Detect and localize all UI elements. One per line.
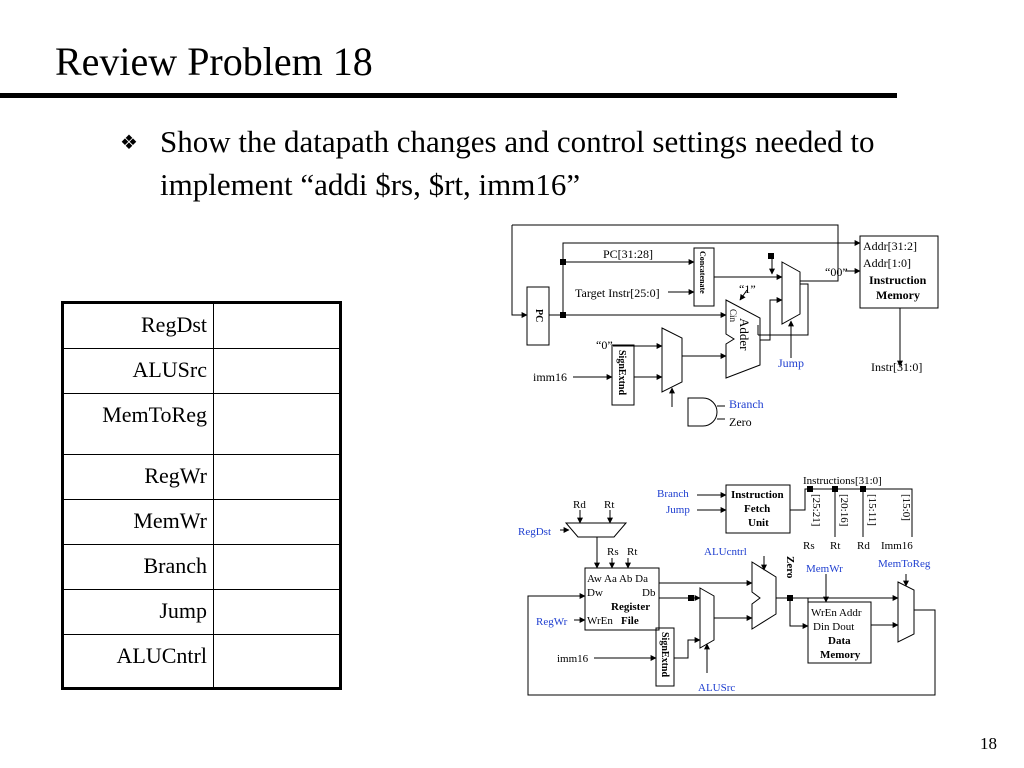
branch-mux xyxy=(661,327,683,393)
field-rs: Rs xyxy=(803,540,815,552)
and-gate xyxy=(687,397,718,427)
table-row: RegDst xyxy=(62,302,341,349)
target-label: Target Instr[25:0] xyxy=(575,286,660,300)
cin-label: Cin xyxy=(728,309,738,323)
const-zero-label: “0” xyxy=(596,338,613,352)
table-row: ALUSrc xyxy=(62,348,341,394)
concatenate-label: Concatenate xyxy=(698,251,707,294)
bits-15-0: [15:0] xyxy=(900,494,912,521)
diamond-bullet-icon: ❖ xyxy=(120,132,138,154)
ifu-line3: Unit xyxy=(748,517,769,529)
row-label-jump: Jump xyxy=(62,589,214,635)
control-settings-table: RegDst ALUSrc MemToReg RegWr MemWr Branc… xyxy=(61,301,342,690)
pc-upper-label: PC[31:28] xyxy=(603,247,653,261)
imem-line2: Memory xyxy=(876,288,920,302)
jump-mux xyxy=(781,261,801,325)
branch-label: Branch xyxy=(729,397,764,411)
rf-wren: WrEn xyxy=(587,615,613,627)
bullet-text: Show the datapath changes and control se… xyxy=(160,124,875,202)
memwr-label: MemWr xyxy=(806,563,843,575)
bits-15-11: [15:11] xyxy=(866,494,878,526)
ifu-line2: Fetch xyxy=(744,503,770,515)
memtoreg-mux xyxy=(897,581,915,643)
instr-out-label: Instr[31:0] xyxy=(871,360,922,374)
rf-row2-left: Dw xyxy=(587,587,603,599)
row-label-alucntrl: ALUCntrl xyxy=(62,634,214,689)
const-00-label: “00” xyxy=(825,265,848,279)
data-memory xyxy=(807,601,872,664)
table-row: MemWr xyxy=(62,499,341,545)
ifu-branch-label: Branch xyxy=(657,488,689,500)
dm-row2: Din Dout xyxy=(813,621,854,633)
imm16-label: imm16 xyxy=(533,370,567,384)
table-row: RegWr xyxy=(62,454,341,500)
addr-hi-label: Addr[31:2] xyxy=(863,239,917,253)
ifu-line1: Instruction xyxy=(731,489,784,501)
imm16-label-2: imm16 xyxy=(557,653,589,665)
regdst-mux xyxy=(564,522,628,538)
alusrc-label: ALUSrc xyxy=(698,682,735,694)
row-label-branch: Branch xyxy=(62,544,214,590)
signextnd-label: SignExtnd xyxy=(616,350,627,395)
dm-line1: Data xyxy=(828,635,851,647)
mux-rd-label: Rd xyxy=(573,499,586,511)
regwr-label: RegWr xyxy=(536,616,568,628)
row-value-regdst[interactable] xyxy=(213,302,341,349)
zero-label: Zero xyxy=(729,415,752,429)
bits-20-16: [20:16] xyxy=(838,494,850,526)
alucntrl-label: ALUcntrl xyxy=(704,546,747,558)
rf-row2-right: Db xyxy=(642,587,656,599)
dm-row1: WrEn Addr xyxy=(811,607,862,619)
table-row: Jump xyxy=(62,589,341,635)
rf-rs-label: Rs xyxy=(607,546,619,558)
signextnd-label-2: SignExtnd xyxy=(659,632,670,677)
zero-label-2: Zero xyxy=(784,556,796,579)
mux-rt-label: Rt xyxy=(604,499,614,511)
row-value-memtoreg[interactable] xyxy=(213,393,341,455)
register-file xyxy=(584,567,660,631)
row-label-regwr: RegWr xyxy=(62,454,214,500)
const-one-label: “1” xyxy=(739,282,756,296)
row-label-regdst: RegDst xyxy=(62,302,214,349)
row-value-branch[interactable] xyxy=(213,544,341,590)
slide-title: Review Problem 18 xyxy=(55,39,373,84)
table-row: Branch xyxy=(62,544,341,590)
addr-lo-label: Addr[1:0] xyxy=(863,256,911,270)
imem-line1: Instruction xyxy=(869,273,927,287)
table-row: MemToReg xyxy=(62,393,341,455)
regdst-label: RegDst xyxy=(518,526,551,538)
adder-label: Adder xyxy=(737,318,752,351)
alusrc-mux xyxy=(699,587,715,649)
adder xyxy=(725,299,761,379)
bits-25-21: [25:21] xyxy=(810,494,822,526)
rf-rt-label: Rt xyxy=(627,546,637,558)
jump-label: Jump xyxy=(778,356,804,370)
rf-register: Register xyxy=(611,601,650,613)
field-rd: Rd xyxy=(857,540,870,552)
instructions-label: Instructions[31:0] xyxy=(803,475,882,487)
rf-file: File xyxy=(621,615,639,627)
ifu-jump-label: Jump xyxy=(666,504,690,516)
field-rt: Rt xyxy=(830,540,840,552)
dm-line2: Memory xyxy=(820,649,861,661)
row-value-regwr[interactable] xyxy=(213,454,341,500)
field-imm16: Imm16 xyxy=(881,540,913,552)
memtoreg-label: MemToReg xyxy=(878,558,931,570)
title-underline xyxy=(0,93,897,98)
rf-row1: Aw Aa Ab Da xyxy=(587,573,648,585)
row-label-memtoreg: MemToReg xyxy=(62,393,214,455)
row-value-memwr[interactable] xyxy=(213,499,341,545)
row-value-alucntrl[interactable] xyxy=(213,634,341,689)
pc-label: PC xyxy=(533,309,544,322)
page-number: 18 xyxy=(980,734,997,753)
alu xyxy=(751,561,777,630)
table-row: ALUCntrl xyxy=(62,634,341,689)
